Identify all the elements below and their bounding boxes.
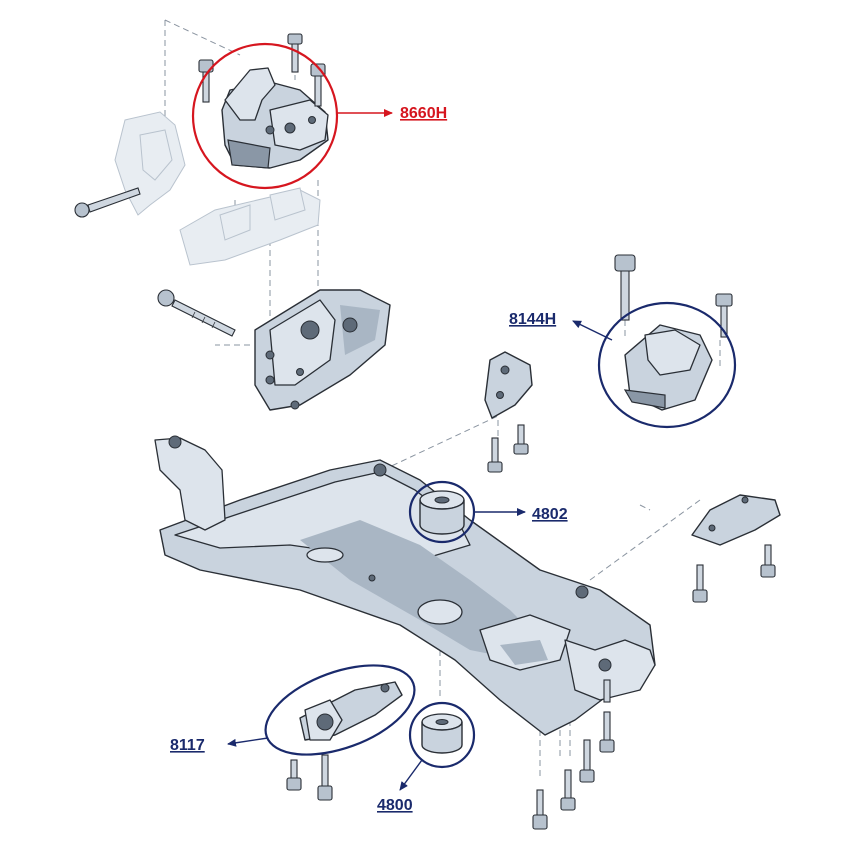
callout-label-8144h: 8144H <box>509 311 556 328</box>
bushing-4802 <box>419 490 465 535</box>
transmission-mount-8144h <box>623 324 713 411</box>
bracket-bolt <box>74 187 141 218</box>
callout-label-4802: 4802 <box>532 506 568 523</box>
callout-label-8117: 8117 <box>170 737 205 754</box>
gearbox-bracket-bolt <box>157 289 236 337</box>
body-bracket-background <box>114 111 321 266</box>
highlight-ring-4802 <box>408 480 476 544</box>
torque-arm-bolts <box>286 754 333 801</box>
leader-8144h <box>572 320 613 341</box>
torque-arm-8117 <box>299 681 403 741</box>
transmission-mount-bolts <box>614 254 733 338</box>
subframe <box>154 435 656 736</box>
bushing-4800 <box>421 713 463 754</box>
engine-mount-8660h <box>221 67 329 169</box>
engine-mount-bolts <box>198 33 326 107</box>
highlight-ring-8660h <box>191 42 339 190</box>
leader-4800 <box>399 759 423 791</box>
highlight-ring-8117 <box>264 664 416 756</box>
highlight-ring-4800 <box>408 701 476 769</box>
subframe-bolts-bottom <box>532 679 615 830</box>
gearbox-bracket <box>254 289 391 411</box>
callout-label-8660h: 8660H <box>400 105 447 122</box>
callout-label-4800: 4800 <box>377 797 413 814</box>
subframe-bracket-right <box>691 494 781 603</box>
subframe-bracket-center <box>484 351 533 473</box>
leader-8117 <box>227 737 269 747</box>
highlight-ring-8144h <box>597 301 737 429</box>
